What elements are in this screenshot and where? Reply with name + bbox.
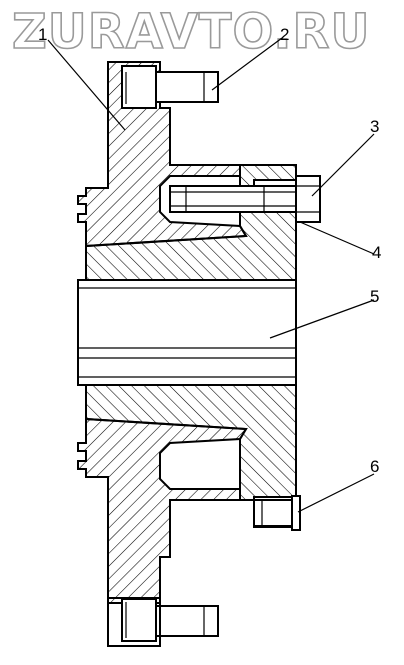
leader-5 xyxy=(269,299,375,339)
stud-boss-lower xyxy=(107,597,161,647)
hub-body-lower xyxy=(77,417,248,604)
bolt-upper xyxy=(169,175,321,223)
callout-1: 1 xyxy=(38,25,47,44)
leader-3 xyxy=(311,133,375,197)
shaft-bore xyxy=(77,279,297,386)
callout-4: 4 xyxy=(372,243,381,262)
bolt-lower xyxy=(253,495,301,531)
callout-5: 5 xyxy=(370,287,379,306)
leader-1 xyxy=(47,39,126,131)
wheel-stud-upper xyxy=(121,65,219,109)
leader-6 xyxy=(297,473,375,513)
taper-flange-lower xyxy=(85,384,297,501)
wheel-stud-lower xyxy=(121,598,219,642)
callout-3: 3 xyxy=(370,117,379,136)
watermark-text: ZURAVTO.RU xyxy=(12,4,370,60)
leader-2 xyxy=(211,37,283,91)
leader-4 xyxy=(299,221,375,255)
callout-2: 2 xyxy=(280,25,289,44)
callout-6: 6 xyxy=(370,457,379,476)
